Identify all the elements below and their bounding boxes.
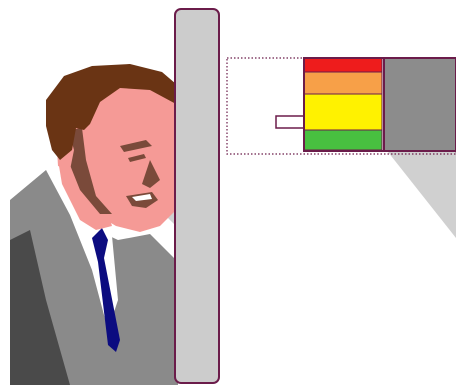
gauge-segment-red: [304, 58, 382, 72]
light-beam-right: [388, 152, 456, 238]
meter-body: [384, 58, 456, 151]
gauge-segment-green: [304, 130, 382, 150]
gauge-segment-yellow: [304, 94, 382, 130]
man-in-suit-illustration: [10, 64, 178, 385]
vertical-panel: [175, 9, 219, 383]
meter-connector: [276, 116, 304, 128]
gauge-segment-orange: [304, 72, 382, 94]
level-gauge: [304, 58, 384, 151]
